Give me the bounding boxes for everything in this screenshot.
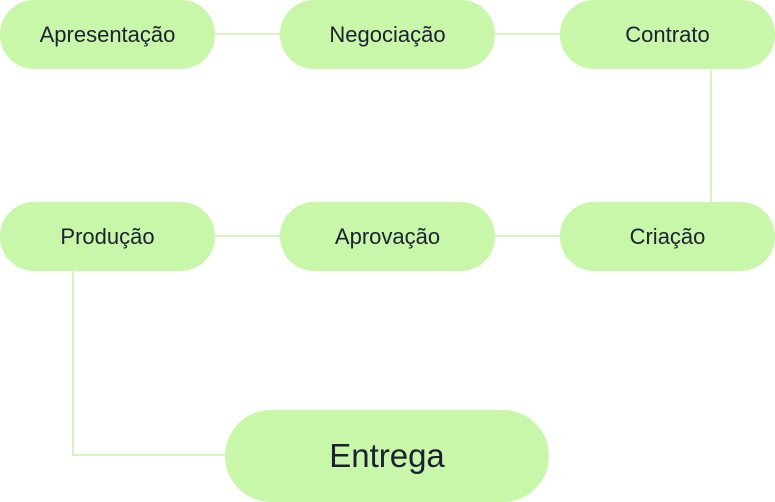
node-aprovacao: Aprovação	[280, 202, 495, 271]
node-apresentacao: Apresentação	[0, 0, 215, 69]
node-contrato: Contrato	[560, 0, 775, 69]
node-producao: Produção	[0, 202, 215, 271]
node-negociacao: Negociação	[280, 0, 495, 69]
connector-negociacao-contrato	[490, 33, 566, 35]
node-criacao: Criação	[560, 202, 775, 271]
connector-producao-entrega	[72, 454, 230, 456]
connector-apresentacao-negociacao	[210, 33, 286, 35]
node-entrega: Entrega	[225, 410, 549, 502]
connector-contrato-criacao	[710, 70, 712, 204]
connector-producao-down	[72, 268, 74, 456]
connector-criacao-aprovacao	[490, 235, 566, 237]
connector-aprovacao-producao	[210, 235, 286, 237]
